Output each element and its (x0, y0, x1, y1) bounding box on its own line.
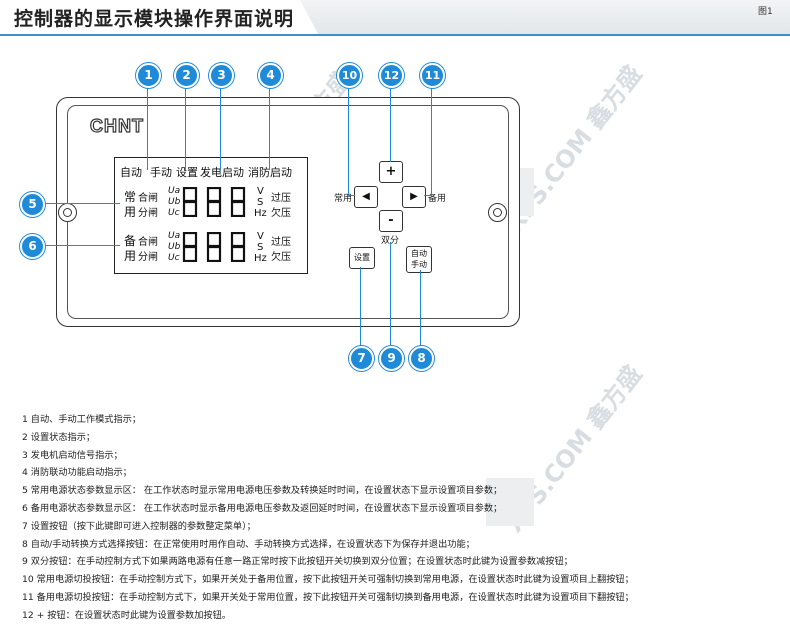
callout-10: 10 (337, 63, 362, 88)
description-item: 3 发电机启动信号指示； (22, 449, 123, 461)
description-item: 10 常用电源切投按钮：在手动控制方式下，如果开关处于备用位置，按下此按钮开关可… (22, 574, 634, 586)
auto-manual-button-top: 自动 (411, 249, 427, 258)
description-item: 6 备用电源状态参数显示区： 在工作状态时显示备用电源电压参数及返回延时时间，在… (22, 502, 503, 514)
backup-open-label: 分闸 (138, 252, 158, 263)
callout-2: 2 (174, 63, 199, 88)
backup-unit-v: V (257, 231, 264, 242)
normal-digit-3 (230, 187, 246, 217)
description-item: 5 常用电源状态参数显示区： 在工作状态时显示常用电源电压参数及转换延时时间，在… (22, 485, 503, 497)
figure-label: 图1 (758, 7, 773, 17)
description-list: 1 自动、手动工作模式指示； 2 设置状态指示； 3 发电机启动信号指示； 4 … (22, 411, 782, 625)
leader-line-9 (390, 242, 392, 347)
leader-line-8 (420, 270, 422, 347)
leader-line-12 (390, 82, 392, 162)
indicator-setting: 设置 (176, 166, 198, 179)
page-title: 控制器的显示模块操作界面说明 (14, 8, 295, 30)
callout-7: 7 (349, 346, 374, 371)
leader-line-1 (147, 82, 149, 170)
watermark-logo (486, 478, 534, 526)
normal-undervoltage: 欠压 (271, 208, 291, 219)
callout-1: 1 (136, 63, 161, 88)
normal-digit-1 (182, 187, 198, 217)
normal-open-label: 分闸 (138, 208, 158, 219)
backup-source-button[interactable]: ▶ (402, 186, 426, 208)
description-item: 7 设置按钮（按下此键即可进入控制器的参数整定菜单）； (22, 520, 256, 532)
leader-line-5 (42, 203, 120, 205)
plus-button[interactable]: + (379, 161, 403, 183)
callout-3: 3 (209, 63, 234, 88)
normal-phase-ub: Ub (168, 197, 181, 207)
callout-12: 12 (379, 63, 404, 88)
description-item: 8 自动/手动转换方式选择按钮：在正常使用时用作自动、手动转换方式选择，在设置状… (22, 538, 475, 550)
backup-unit-s: S (257, 242, 264, 253)
normal-source-button[interactable]: ◀ (354, 186, 378, 208)
brand-logo: CHNT (89, 115, 144, 136)
indicator-fire-start: 消防启动 (248, 166, 292, 179)
normal-unit-v: V (257, 186, 264, 197)
indicator-auto: 自动 (120, 166, 142, 179)
double-open-button-label: 双分 (381, 236, 400, 246)
setting-button[interactable]: 设置 (349, 247, 375, 269)
description-item: 4 消防联动功能启动指示； (22, 467, 132, 479)
header: 控制器的显示模块操作界面说明 图1 (0, 0, 790, 36)
normal-phase-uc: Uc (168, 208, 180, 218)
backup-digit-3 (230, 232, 246, 262)
backup-phase-ua: Ua (168, 231, 181, 241)
normal-unit-s: S (257, 197, 264, 208)
leader-line-11-h (424, 195, 432, 197)
normal-source-label-top: 常 (124, 190, 137, 204)
leader-line-4 (269, 82, 271, 170)
normal-overvoltage: 过压 (271, 193, 291, 204)
backup-digit-2 (206, 232, 222, 262)
description-item: 9 双分按钮：在手动控制方式下如果两路电源有任意一路正常时按下此按钮开关切换到双… (22, 556, 573, 568)
header-tab (0, 0, 318, 34)
callout-9: 9 (379, 346, 404, 371)
indicator-manual: 手动 (150, 166, 172, 179)
backup-digit-1 (182, 232, 198, 262)
leader-line-10-v (348, 82, 350, 196)
backup-phase-uc: Uc (168, 253, 180, 263)
description-item: 11 备用电源切投按钮：在手动控制方式下，如果开关处于常用位置，按下此按钮开关可… (22, 591, 634, 603)
mount-hole-left (58, 203, 77, 222)
normal-unit-hz: Hz (254, 208, 267, 219)
normal-source-label-bottom: 用 (124, 205, 137, 219)
backup-source-button-label: 备用 (428, 194, 447, 204)
leader-line-11-v (431, 82, 433, 196)
leader-line-6 (42, 245, 120, 247)
backup-source-label-bottom: 用 (124, 249, 137, 263)
backup-source-label-top: 备 (124, 234, 137, 248)
backup-overvoltage: 过压 (271, 237, 291, 248)
backup-undervoltage: 欠压 (271, 252, 291, 263)
callout-11: 11 (420, 63, 445, 88)
callout-4: 4 (258, 63, 283, 88)
leader-line-3 (220, 82, 222, 170)
callout-5: 5 (20, 192, 45, 217)
backup-close-label: 合闸 (138, 237, 158, 248)
normal-close-label: 合闸 (138, 193, 158, 204)
leader-line-7 (360, 267, 362, 347)
backup-phase-ub: Ub (168, 242, 181, 252)
double-open-button[interactable]: - (379, 210, 403, 232)
callout-8: 8 (409, 346, 434, 371)
auto-manual-button[interactable]: 自动 手动 (406, 246, 432, 273)
callout-6: 6 (20, 234, 45, 259)
leader-line-10-h (348, 195, 355, 197)
description-item: 2 设置状态指示； (22, 431, 96, 443)
leader-line-2 (185, 82, 187, 170)
indicator-generator-start: 发电启动 (200, 166, 244, 179)
normal-source-button-label: 常用 (334, 194, 353, 204)
backup-unit-hz: Hz (254, 253, 267, 264)
description-item: 1 自动、手动工作模式指示； (22, 414, 142, 425)
mount-hole-right (488, 203, 507, 222)
normal-phase-ua: Ua (168, 186, 181, 196)
auto-manual-button-bottom: 手动 (411, 260, 427, 269)
description-item: 12 + 按钮：在设置状态时此键为设置参数加按钮。 (22, 609, 231, 621)
normal-digit-2 (206, 187, 222, 217)
